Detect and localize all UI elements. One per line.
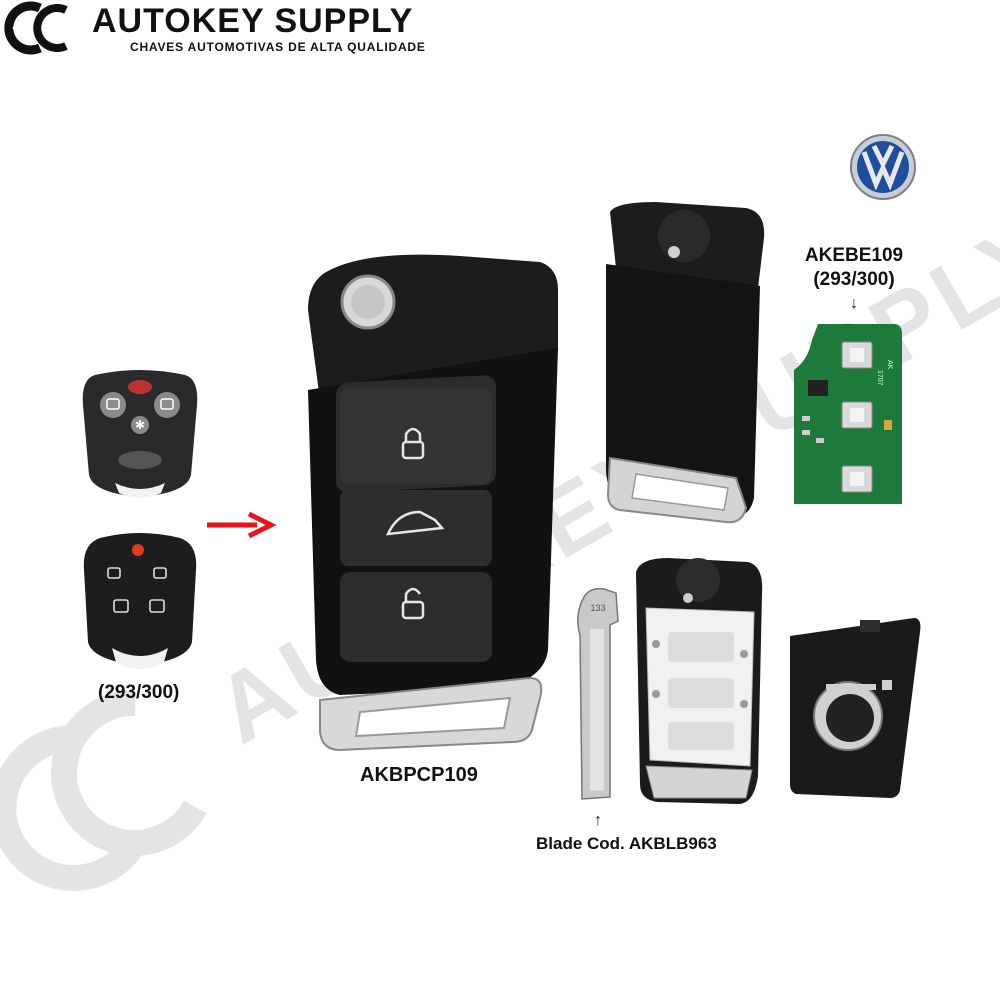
trunk-icon (385, 510, 445, 536)
blade-engraving: 133 (590, 603, 605, 613)
vw-emblem-icon (850, 134, 916, 200)
pcb-code-group: AKEBE109 (293/300) ↓ (798, 244, 910, 316)
pcb-frequency-label: (293/300) (813, 269, 895, 290)
down-arrow-icon: ↓ (850, 295, 858, 312)
svg-text:✱: ✱ (135, 418, 145, 432)
brand-tagline: CHAVES AUTOMOTIVAS DE ALTA QUALIDADE (130, 40, 426, 54)
lock-icon (401, 427, 425, 460)
main-key-code-label: AKBPCP109 (360, 764, 478, 786)
pcb-code-label: AKEBE109 (804, 245, 904, 266)
battery-cover (790, 618, 921, 798)
unlock-icon (401, 587, 425, 620)
main-flip-key (308, 254, 558, 752)
pcb-marking-date: 1707 (876, 370, 883, 386)
old-remote-four-button: ✱ (82, 370, 198, 498)
kc-logo-icon (4, 1, 68, 55)
old-remotes-frequency-label: (293/300) (98, 682, 180, 703)
pcb-marking-ak: AK (886, 360, 893, 370)
up-arrow-icon: ↑ (594, 812, 602, 829)
blade-code-label: Blade Cod. AKBLB963 (536, 834, 717, 853)
pcb-board: AK 1707 (794, 324, 902, 504)
key-blade: 133 (577, 587, 619, 800)
open-key-shell (636, 558, 763, 804)
old-remote-five-button (83, 533, 197, 669)
brand-title: AUTOKEY SUPPLY (92, 2, 414, 40)
key-back-view (606, 202, 765, 524)
arrow-right-icon (207, 511, 277, 539)
